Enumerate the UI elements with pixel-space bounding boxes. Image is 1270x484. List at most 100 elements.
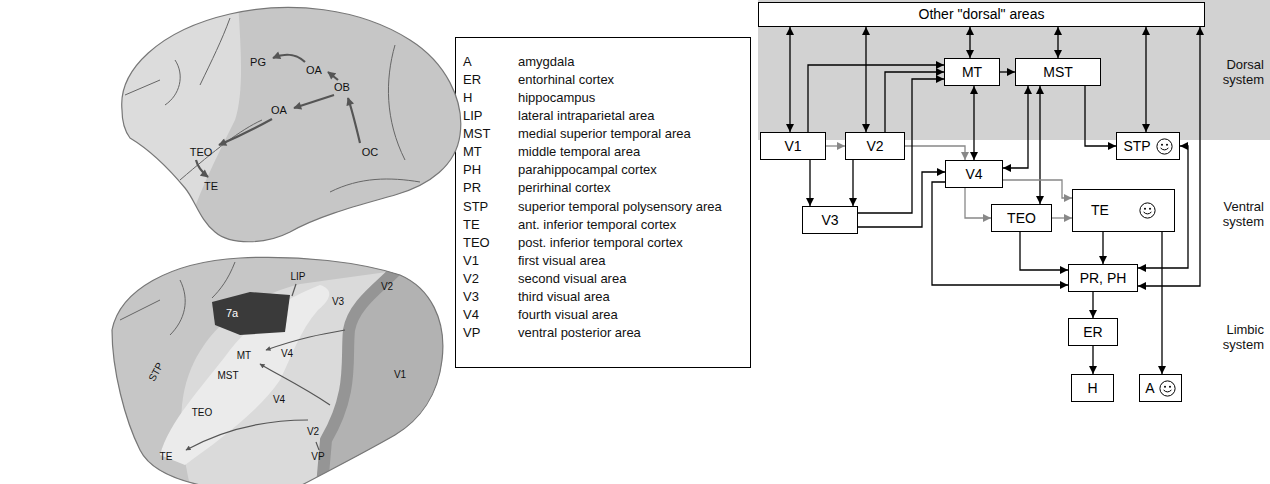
area-box: V3 bbox=[802, 206, 858, 234]
projection-arrow bbox=[826, 145, 845, 146]
projection-arrow bbox=[1020, 232, 1068, 270]
projection-arrow bbox=[1161, 232, 1162, 374]
legend-cell: hippocampus bbox=[518, 91, 595, 106]
area-name: A bbox=[1145, 380, 1154, 396]
projection-arrow bbox=[1003, 86, 1028, 168]
legend-cell: TEO bbox=[463, 235, 490, 250]
projection-arrow bbox=[1102, 232, 1103, 264]
legend-frame bbox=[456, 38, 751, 368]
area-label: STP bbox=[146, 361, 165, 384]
legend-cell: fourth visual area bbox=[518, 308, 618, 323]
area-name: V4 bbox=[965, 166, 982, 182]
legend-cell: V2 bbox=[463, 271, 479, 286]
area-label: V1 bbox=[394, 369, 406, 381]
area-label: V4 bbox=[281, 348, 293, 360]
area-name: Other "dorsal" areas bbox=[919, 6, 1045, 22]
projection-arrow bbox=[789, 27, 790, 132]
legend-cell: TE bbox=[463, 217, 480, 232]
projection-arrow bbox=[1085, 86, 1116, 146]
projection-arrow bbox=[1145, 27, 1146, 132]
projection-arrow bbox=[965, 188, 991, 218]
projection-arrow bbox=[852, 160, 853, 206]
projection-arrow bbox=[808, 65, 944, 132]
legend-cell: V3 bbox=[463, 289, 479, 304]
area-label: V2 bbox=[381, 281, 393, 293]
area-box: TEO bbox=[991, 204, 1052, 232]
legend-cell: entorhinal cortex bbox=[518, 73, 614, 88]
area-name: H bbox=[1087, 380, 1097, 396]
area-box: A bbox=[1139, 374, 1182, 402]
area-label: V2 bbox=[307, 426, 319, 438]
legend-cell: VP bbox=[463, 326, 480, 341]
legend-cell: medial superior temporal area bbox=[518, 127, 691, 142]
legend-cell: parahippocampal cortex bbox=[518, 163, 657, 178]
area-name: V3 bbox=[821, 212, 838, 228]
area-label: OB bbox=[334, 81, 350, 94]
legend-cell: PH bbox=[463, 163, 481, 178]
legend-cell: MT bbox=[463, 145, 482, 160]
area-name: STP bbox=[1123, 138, 1150, 154]
system-label: Limbic system bbox=[1204, 323, 1264, 353]
area-label: MT bbox=[237, 350, 251, 362]
area-box: PR, PH bbox=[1068, 264, 1138, 292]
projection-arrow bbox=[885, 72, 944, 132]
legend-cell: STP bbox=[463, 199, 488, 214]
area-box: TE bbox=[1072, 189, 1175, 232]
area-name: ER bbox=[1083, 324, 1102, 340]
legend-cell: A bbox=[463, 55, 472, 70]
area-label: V3 bbox=[332, 296, 344, 308]
area-label: OA bbox=[271, 104, 287, 117]
projection-arrow bbox=[865, 27, 866, 132]
legend-cell: LIP bbox=[463, 109, 483, 124]
area-label: TE bbox=[160, 451, 173, 463]
legend-cell: amygdala bbox=[518, 55, 574, 70]
projection-arrow bbox=[905, 146, 965, 160]
legend-cell: ventral posterior area bbox=[518, 326, 641, 341]
area-name: MT bbox=[962, 64, 982, 80]
area-box: H bbox=[1071, 374, 1114, 402]
projection-arrow bbox=[969, 27, 970, 58]
area-label: V4 bbox=[273, 394, 285, 406]
area-label: TEO bbox=[192, 407, 213, 419]
legend-cell: lateral intraparietal area bbox=[518, 109, 655, 124]
legend-cell: third visual area bbox=[518, 289, 610, 304]
area-label: PG bbox=[250, 56, 266, 69]
area-box: MST bbox=[1015, 58, 1101, 86]
legend-cell: V1 bbox=[463, 253, 479, 268]
area-name: TE bbox=[1091, 202, 1109, 218]
projection-arrow bbox=[1092, 346, 1093, 374]
legend-cell: PR bbox=[463, 181, 481, 196]
area-label: OC bbox=[362, 146, 379, 159]
area-box: MT bbox=[944, 58, 1000, 86]
system-label: Ventral system bbox=[1204, 200, 1264, 230]
brain-lateral-view bbox=[100, 0, 480, 260]
legend-cell: MST bbox=[463, 127, 490, 142]
projection-arrow bbox=[1039, 86, 1040, 204]
brain-opened-sulci-view bbox=[100, 250, 460, 484]
area-name: V2 bbox=[866, 138, 883, 154]
area-box: ER bbox=[1068, 318, 1118, 346]
legend-cell: post. inferior temporal cortex bbox=[518, 235, 683, 250]
legend-cell: superior temporal polysensory area bbox=[518, 199, 722, 214]
area-label: TEO bbox=[190, 146, 213, 159]
area-name: TEO bbox=[1007, 210, 1036, 226]
smiley-icon bbox=[1139, 202, 1156, 219]
projection-arrow bbox=[1092, 292, 1093, 318]
legend-cell: middle temporal area bbox=[518, 145, 640, 160]
area-label: MST bbox=[217, 370, 238, 382]
area-label: 7a bbox=[226, 307, 238, 320]
area-box: Other "dorsal" areas bbox=[758, 2, 1205, 27]
projection-arrow bbox=[1052, 217, 1072, 218]
area-name: V1 bbox=[784, 138, 801, 154]
area-box: V4 bbox=[945, 160, 1003, 188]
smiley-icon bbox=[1159, 380, 1176, 397]
projection-arrow bbox=[1003, 180, 1072, 198]
projection-arrow bbox=[1057, 27, 1058, 58]
legend-cell: H bbox=[463, 91, 472, 106]
projection-arrow bbox=[973, 86, 974, 160]
projection-arrow bbox=[932, 182, 1068, 285]
system-label: Dorsal system bbox=[1204, 58, 1264, 88]
legend-cell: first visual area bbox=[518, 253, 605, 268]
dorsal-band bbox=[758, 0, 1270, 140]
legend-cell: second visual area bbox=[518, 271, 626, 286]
